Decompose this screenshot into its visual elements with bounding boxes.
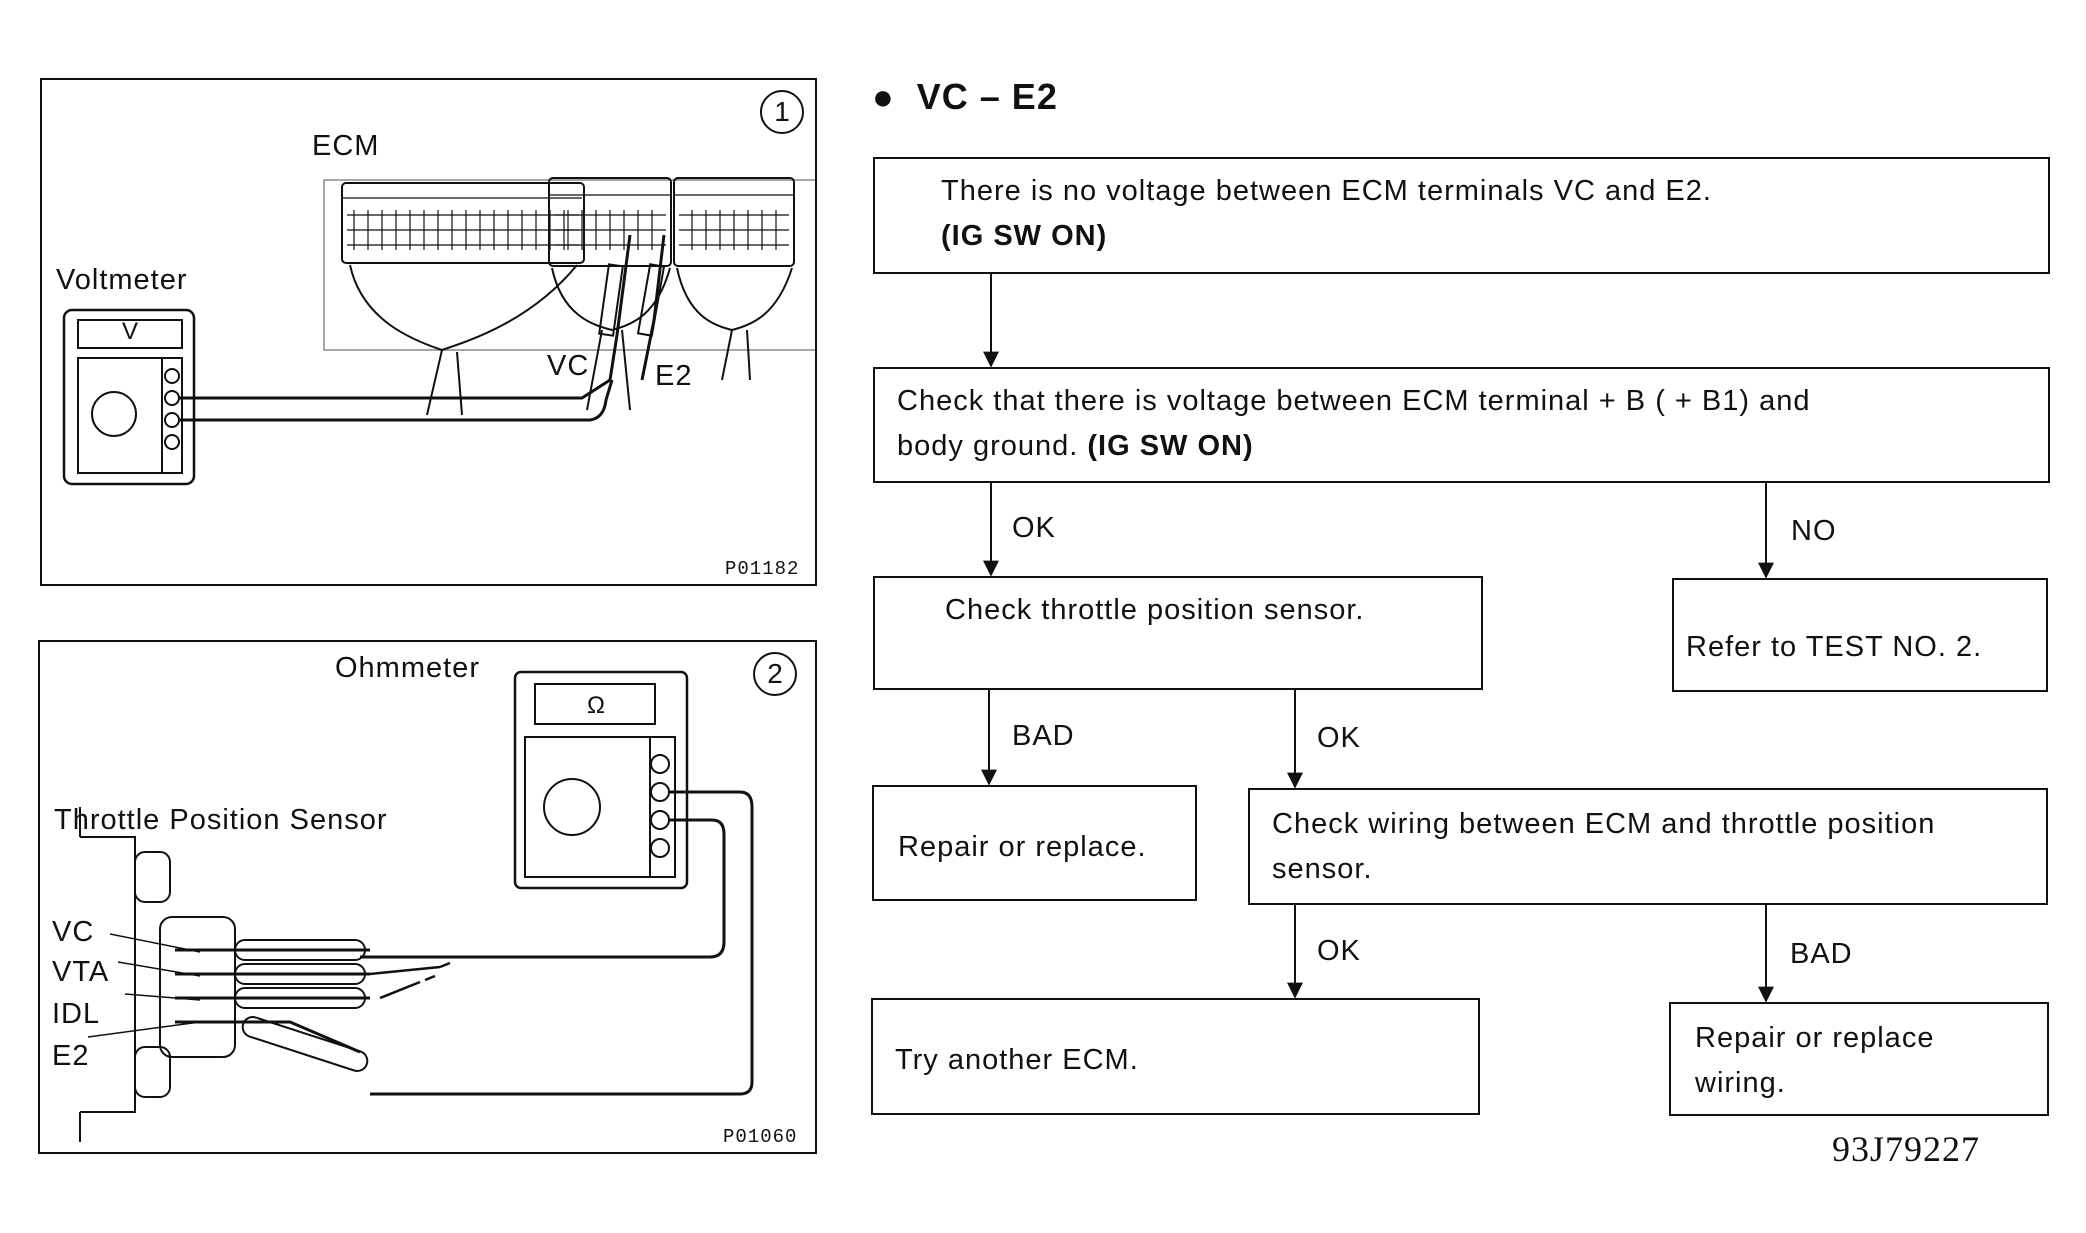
figure-code: 93J79227 (1832, 1129, 1981, 1169)
panel-number-2: 2 (753, 652, 797, 696)
probe-e2-label: E2 (655, 360, 693, 392)
ohmmeter-face-label: Ω (587, 692, 606, 719)
voltmeter-face-label: V (122, 318, 140, 345)
flow-box-no-voltage: There is no voltage between ECM terminal… (873, 157, 2050, 274)
box2-line2a: body ground. (897, 429, 1088, 462)
box7-text: Try another ECM. (895, 1044, 1139, 1076)
label-no: NO (1791, 515, 1837, 547)
label-bad-1: BAD (1012, 720, 1075, 752)
label-ok-3: OK (1317, 935, 1361, 967)
probe-vc-label: VC (547, 350, 590, 382)
voltmeter-label: Voltmeter (56, 264, 188, 296)
panel-number-1: 1 (760, 90, 804, 134)
terminal-e2-label: E2 (52, 1040, 90, 1072)
box8-text: Repair or replace wiring. (1695, 1022, 1935, 1099)
box1-line2: (IG SW ON) (941, 219, 1108, 252)
title-text: VC – E2 (916, 76, 1058, 117)
panel1-code: P01182 (725, 558, 800, 580)
flow-box-try-another-ecm: Try another ECM. (871, 998, 1480, 1115)
terminal-vc-label: VC (52, 916, 95, 948)
terminal-vta-label: VTA (52, 956, 110, 988)
box6-text: Check wiring between ECM and throttle po… (1272, 808, 1936, 885)
terminal-idl-label: IDL (52, 998, 101, 1030)
bullet-icon: ● (872, 76, 895, 117)
tps-label: Throttle Position Sensor (54, 804, 388, 836)
flow-box-check-tps: Check throttle position sensor. (873, 576, 1483, 690)
flow-box-repair-replace: Repair or replace. (872, 785, 1197, 901)
ecm-voltmeter-illustration (62, 177, 815, 486)
box2-line1: Check that there is voltage between ECM … (897, 385, 1811, 417)
flow-box-check-wiring: Check wiring between ECM and throttle po… (1248, 788, 2048, 905)
label-ok-1: OK (1012, 512, 1056, 544)
panel-tps-ohmmeter: 2 Ohmmeter Ω Throttle Position Sensor VC… (38, 640, 817, 1154)
flow-box-check-voltage: Check that there is voltage between ECM … (873, 367, 2050, 483)
label-ok-2: OK (1317, 722, 1361, 754)
box4-text: Refer to TEST NO. 2. (1686, 631, 1983, 663)
ohmmeter-label: Ohmmeter (335, 652, 480, 684)
flow-box-refer-test2: Refer to TEST NO. 2. (1672, 578, 2048, 692)
box2-line2b: (IG SW ON) (1087, 429, 1254, 462)
label-bad-2: BAD (1790, 938, 1853, 970)
box3-text: Check throttle position sensor. (945, 594, 1365, 626)
box1-line1: There is no voltage between ECM terminal… (941, 175, 1712, 207)
ecm-label: ECM (312, 130, 380, 162)
panel-ecm-voltmeter: 1 ECM Voltmeter V VC E2 P01182 (40, 78, 817, 586)
flowchart-title: ● VC – E2 (872, 76, 1058, 118)
tps-ohmmeter-illustration (79, 670, 754, 1142)
box5-text: Repair or replace. (898, 831, 1147, 863)
flow-box-repair-wiring: Repair or replace wiring. (1669, 1002, 2049, 1116)
panel2-code: P01060 (723, 1126, 798, 1148)
